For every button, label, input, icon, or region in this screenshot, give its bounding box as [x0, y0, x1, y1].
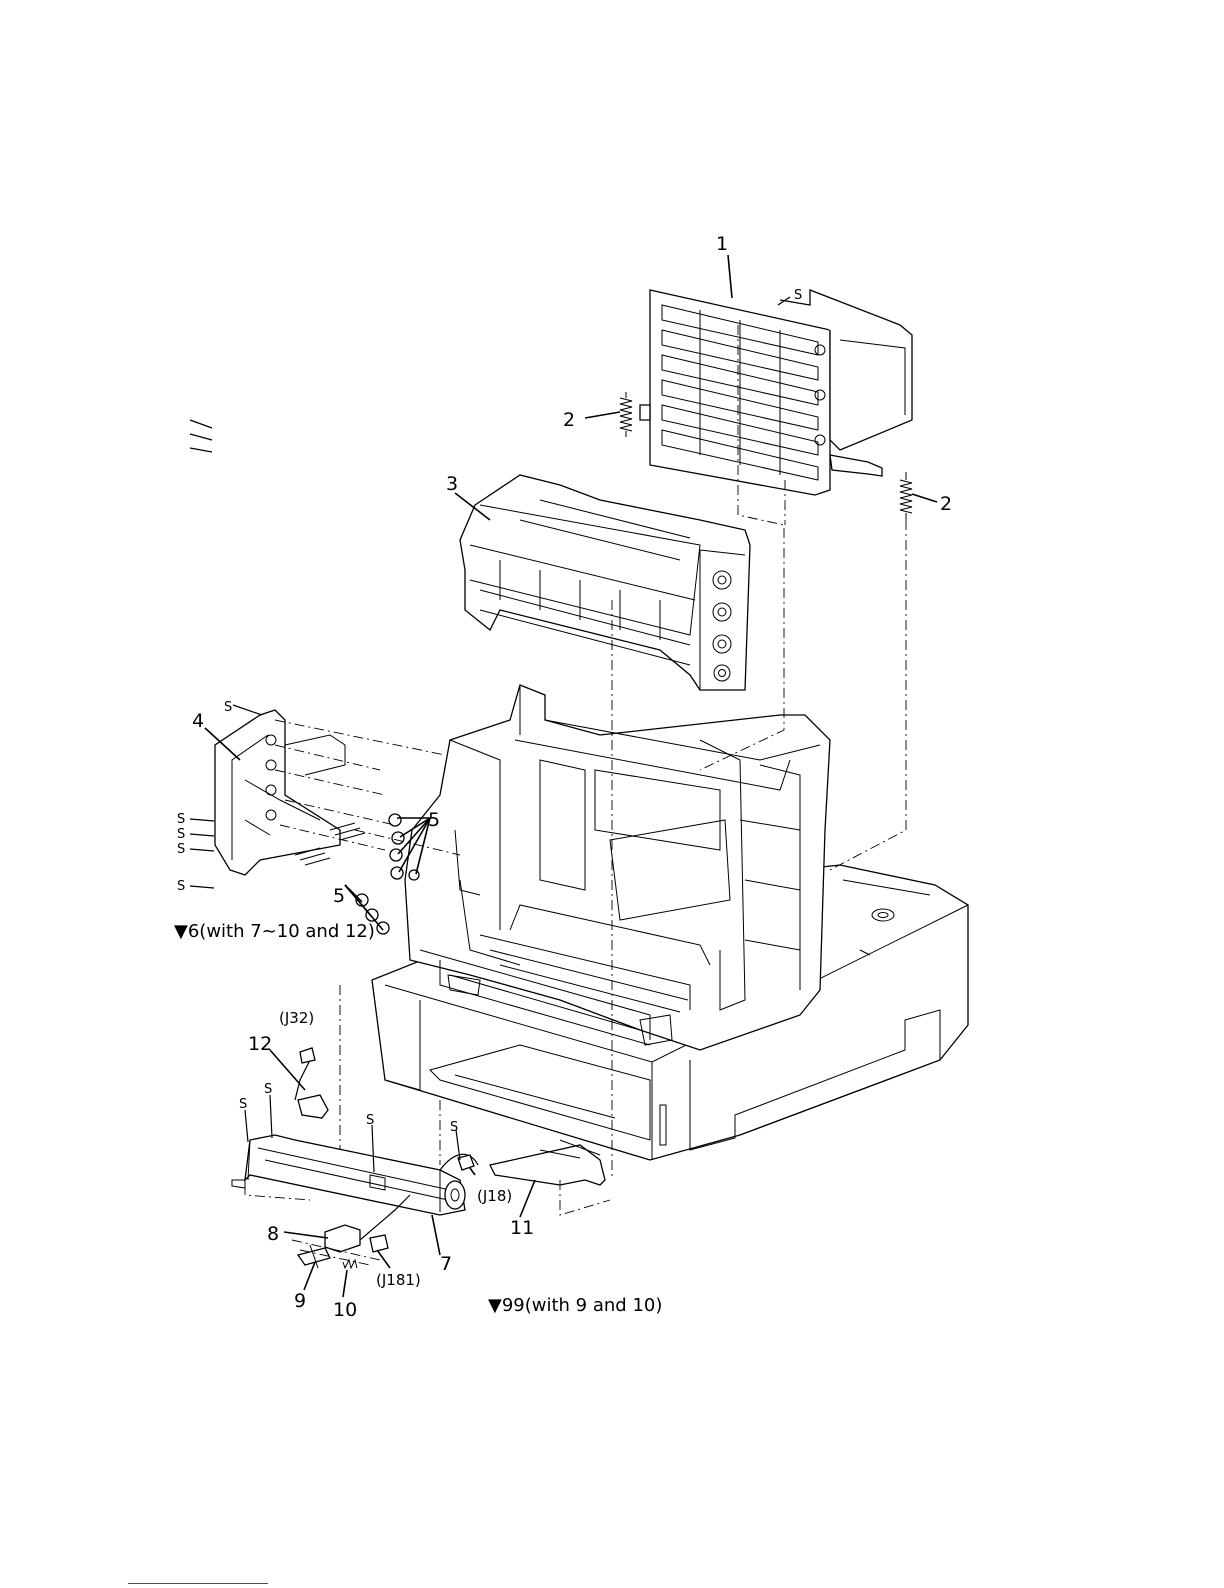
part-4-side-bracket — [215, 710, 345, 875]
callout-9: 9 — [294, 1290, 306, 1312]
part-12-sensor-harness — [295, 1048, 328, 1118]
part-10-spring — [343, 1260, 357, 1268]
callout-10: 10 — [333, 1299, 357, 1321]
part-2-spring-right — [900, 472, 912, 520]
callout-5-lower: 5 — [333, 885, 345, 907]
screw-mark-bracket-2: S — [177, 827, 185, 842]
callout-5-upper: 5 — [428, 809, 440, 831]
callout-2-left: 2 — [563, 409, 575, 431]
part-11-cover-plate — [490, 1140, 605, 1185]
screw-mark-bracket-4: S — [177, 879, 185, 894]
callout-12: 12 — [248, 1033, 272, 1055]
kit-note-6: ▼6(with 7~10 and 12) — [174, 921, 375, 942]
callout-8: 8 — [267, 1223, 279, 1245]
kit-note-99: ▼99(with 9 and 10) — [488, 1295, 662, 1316]
connector-j32: (J32) — [279, 1009, 314, 1027]
callout-2-right: 2 — [940, 493, 952, 515]
screw-mark-bracket-1: S — [177, 812, 185, 827]
screw-mark-roller-4: S — [450, 1120, 458, 1135]
part-1-print-head-unit — [640, 290, 912, 495]
connector-j181: (J181) — [376, 1271, 421, 1289]
screw-mark-roller-1: S — [239, 1097, 247, 1112]
callout-1: 1 — [716, 233, 728, 255]
connector-j18: (J18) — [477, 1187, 512, 1205]
callout-4: 4 — [192, 710, 204, 732]
callout-11: 11 — [510, 1217, 534, 1239]
screw-mark-top: S — [794, 288, 802, 303]
callout-3: 3 — [446, 473, 458, 495]
screw-mark-roller-2: S — [264, 1082, 272, 1097]
screw-mark-bracket-3: S — [177, 842, 185, 857]
part-3-drum-cartridge — [460, 475, 750, 690]
callout-7: 7 — [440, 1253, 452, 1275]
part-7-transfer-roller-assembly — [232, 1135, 465, 1215]
part-2-spring-left — [620, 392, 632, 437]
screw-mark-roller-3: S — [366, 1113, 374, 1128]
screw-mark-bracket-top: S — [224, 700, 232, 715]
bracket-screw-leaders — [190, 819, 214, 888]
